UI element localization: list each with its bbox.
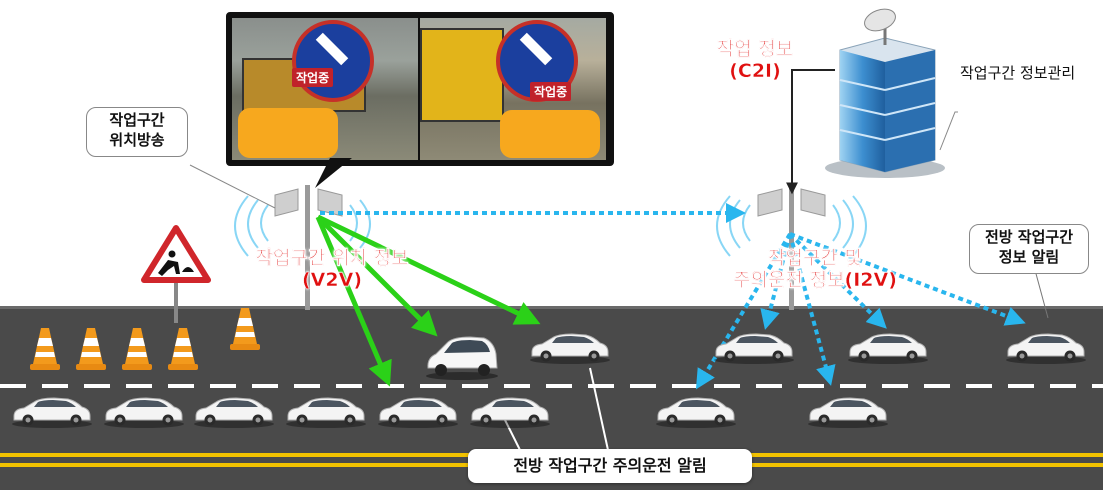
lane-dash (1008, 384, 1034, 388)
traffic-cone-icon (30, 328, 60, 370)
car-icon (194, 397, 274, 428)
forward-caution-label: 전방 작업구간 주의운전 알림 (468, 449, 752, 483)
car-icon (656, 397, 736, 428)
car-icon (1006, 333, 1086, 364)
broadcast-callout: 작업구간 위치방송 (86, 107, 188, 157)
lane-dash (462, 384, 488, 388)
lane-dash (756, 384, 782, 388)
c2i-line-2: (C2I) (729, 60, 781, 82)
car-icon (426, 336, 498, 380)
lane-dash (0, 384, 26, 388)
i2v-arrow (695, 232, 792, 390)
lane-dash (336, 384, 362, 388)
antenna-icon (234, 185, 371, 310)
info-management-label: 작업구간 정보관리 (960, 64, 1076, 82)
lane-dash (420, 384, 446, 388)
car-icon (12, 397, 92, 428)
v2v-arrow (316, 214, 541, 325)
lane-dash (42, 384, 68, 388)
car-icon (104, 397, 184, 428)
i2v-arrow (760, 233, 792, 330)
work-truck-photo: 작업중 작업중 (226, 12, 614, 166)
lane-dash (84, 384, 110, 388)
broadcast-leader (189, 164, 276, 209)
lane-dash (126, 384, 152, 388)
lane-dash (882, 384, 908, 388)
car-icon (530, 333, 610, 364)
c2i-link (786, 69, 835, 195)
car-icon (848, 333, 928, 364)
forward-alert-line-2: 정보 알림 (998, 248, 1060, 266)
photo-sign-right: 작업중 (530, 82, 572, 101)
antenna-icon (716, 185, 867, 310)
traffic-cone-icon (76, 328, 106, 370)
lane-dash (1092, 384, 1103, 388)
forward-alert-leader (1034, 269, 1049, 319)
road-work-sign-icon (141, 225, 211, 323)
lane-dash (798, 384, 824, 388)
info-management-leader (939, 111, 958, 151)
i2v-arrow (788, 233, 836, 386)
i2v-label: 작업구간 및 주의운전 정보(I2V) (700, 247, 930, 291)
lane-dash (210, 384, 236, 388)
lane-dash (168, 384, 194, 388)
traffic-cone-icon (168, 328, 198, 370)
caution-leader (589, 367, 609, 451)
i2v-line-1: 작업구간 및 (767, 247, 862, 269)
traffic-cone-icon (230, 308, 260, 350)
lane-dash (672, 384, 698, 388)
caution-leader (504, 419, 521, 451)
v2v-label: 작업구간 위치 정보 (V2V) (232, 247, 432, 291)
broadcast-line-2: 위치방송 (109, 131, 165, 149)
road-edge (0, 306, 1103, 309)
car-icon (808, 397, 888, 428)
satellite-dish-icon (864, 8, 896, 45)
lane-dash (714, 384, 740, 388)
v2v-line-1: 작업구간 위치 정보 (255, 247, 409, 269)
i2v-arrow (788, 232, 887, 329)
lane-dash (504, 384, 530, 388)
lane-dash (294, 384, 320, 388)
car-icon (378, 397, 458, 428)
lane-dash (924, 384, 950, 388)
lane-dash (588, 384, 614, 388)
traffic-cone-icon (122, 328, 152, 370)
crash-cushion-left (238, 108, 338, 158)
truck-body-right (420, 28, 504, 122)
c2i-line-1: 작업 정보 (716, 38, 794, 60)
arrow-sign-left (292, 20, 374, 102)
building-icon (825, 37, 945, 178)
forward-alert-line-1: 전방 작업구간 (984, 228, 1074, 246)
car-icon (286, 397, 366, 428)
i2v-line-2: 주의운전 정보(I2V) (733, 269, 897, 291)
photo-sign-left: 작업중 (292, 68, 334, 87)
lane-dash (966, 384, 992, 388)
car-icon (470, 397, 550, 428)
lane-dash (252, 384, 278, 388)
v2v-line-2: (V2V) (302, 269, 362, 291)
lane-dash (546, 384, 572, 388)
photo-left: 작업중 (232, 18, 418, 160)
lane-dash (1050, 384, 1076, 388)
v2v-arrows (315, 214, 541, 387)
photo-pointer (315, 158, 352, 188)
broadcast-line-1: 작업구간 (109, 111, 165, 129)
crash-cushion-right (500, 110, 600, 158)
v2v-arrow (316, 215, 438, 337)
photo-right: 작업중 (420, 18, 606, 160)
v2v-arrow (315, 216, 392, 387)
forward-alert-callout: 전방 작업구간 정보 알림 (969, 224, 1089, 274)
c2i-label: 작업 정보 (C2I) (700, 38, 810, 82)
i2v-arrows (320, 203, 1026, 390)
lane-dash (840, 384, 866, 388)
car-icon (714, 333, 794, 364)
lane-dash (630, 384, 656, 388)
